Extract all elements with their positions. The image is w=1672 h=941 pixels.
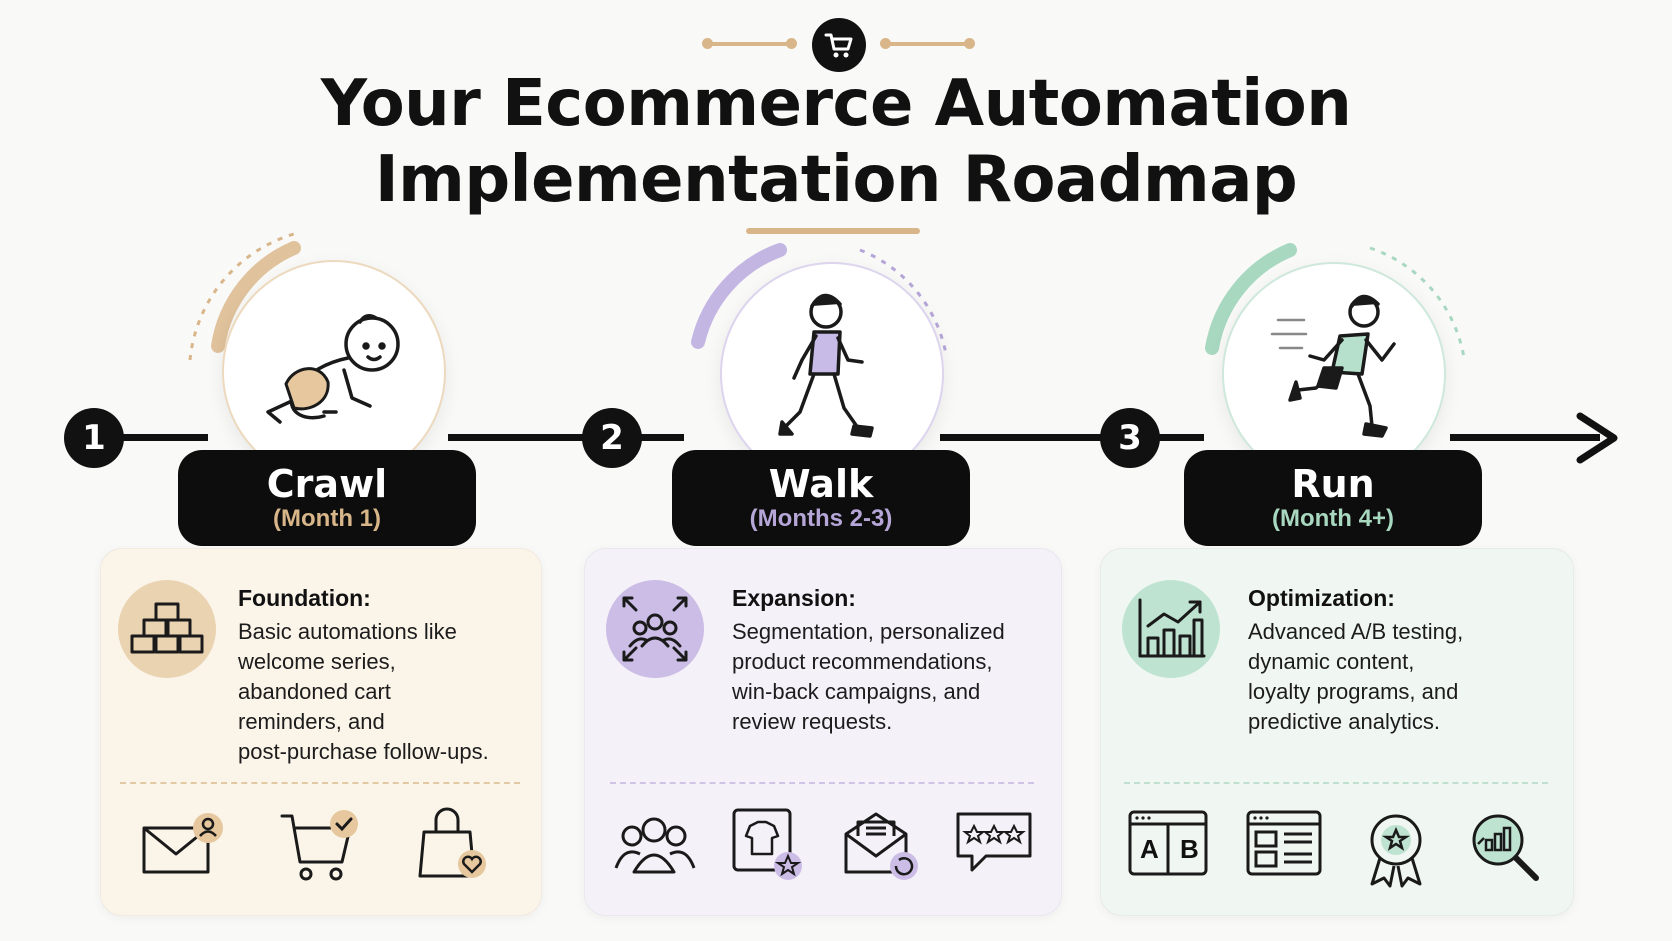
stage-number-1: 1 <box>64 408 124 468</box>
stage-name: Run <box>1291 462 1375 506</box>
audience-segmentation-icon <box>606 580 704 678</box>
card-body-line: dynamic content, <box>1248 649 1415 674</box>
shopping-bag-heart-icon <box>416 806 496 886</box>
card-body-line: post-purchase follow-ups. <box>238 739 489 764</box>
divider <box>120 782 520 784</box>
growth-chart-icon <box>1122 580 1220 678</box>
card-heading: Optimization: <box>1248 585 1395 611</box>
header-ornament-dot <box>786 38 797 49</box>
stage-label-run: Run (Month 4+) <box>1184 450 1482 546</box>
title-line-2: Implementation Roadmap <box>374 143 1298 217</box>
header-ornament-dot <box>964 38 975 49</box>
stage-name: Crawl <box>266 462 388 506</box>
card-body: Segmentation, personalized product recom… <box>732 617 1005 737</box>
loyalty-badge-icon <box>1356 808 1436 888</box>
card-body: Basic automations like welcome series, a… <box>238 617 489 767</box>
timeline-segment <box>940 434 1204 441</box>
card-body-line: reminders, and <box>238 709 385 734</box>
header-ornament-dot <box>880 38 891 49</box>
stage-number-2: 2 <box>582 408 642 468</box>
timeline-arrow-icon <box>1576 412 1618 464</box>
shopping-cart-icon <box>812 18 866 72</box>
cart-check-icon <box>278 806 358 886</box>
header-ornament-right <box>886 42 970 46</box>
card-body-line: Advanced A/B testing, <box>1248 619 1464 644</box>
card-heading: Expansion: <box>732 585 856 611</box>
stage-label-walk: Walk (Months 2-3) <box>672 450 970 546</box>
running-person-icon <box>1222 262 1446 486</box>
ab-label-b: B <box>1180 834 1199 864</box>
stage-period: (Months 2-3) <box>749 505 893 532</box>
divider <box>1124 782 1548 784</box>
card-body-line: predictive analytics. <box>1248 709 1440 734</box>
card-body-line: product recommendations, <box>732 649 993 674</box>
stage-number-3: 3 <box>1100 408 1160 468</box>
ab-test-icon: A B <box>1128 810 1208 876</box>
stage-period: (Month 4+) <box>1272 505 1394 532</box>
title-underline <box>746 228 920 234</box>
page-title: Your Ecommerce Automation Implementation… <box>0 66 1672 218</box>
run-progress-arc <box>1205 243 1466 359</box>
crawl-progress-arc <box>188 232 301 361</box>
card-body: Advanced A/B testing, dynamic content, l… <box>1248 617 1463 737</box>
card-body-line: review requests. <box>732 709 893 734</box>
timeline-segment <box>448 434 684 441</box>
stage-label-crawl: Crawl (Month 1) <box>178 450 476 546</box>
dynamic-layout-icon <box>1246 810 1326 890</box>
product-star-icon <box>730 806 810 886</box>
walking-person-icon <box>720 262 944 486</box>
card-body-line: loyalty programs, and <box>1248 679 1459 704</box>
header-ornament-left <box>708 42 792 46</box>
users-group-icon <box>612 806 696 886</box>
card-body-line: abandoned cart <box>238 679 391 704</box>
card-body-line: welcome series, <box>238 649 396 674</box>
timeline-segment <box>92 434 208 441</box>
ab-label-a: A <box>1140 834 1159 864</box>
stacked-boxes-icon <box>118 580 216 678</box>
email-refresh-icon <box>842 806 922 886</box>
card-heading: Foundation: <box>238 585 371 611</box>
card-body-line: Segmentation, personalized <box>732 619 1005 644</box>
timeline-segment <box>1450 434 1600 441</box>
review-stars-icon <box>952 806 1032 886</box>
stage-name: Walk <box>768 462 874 506</box>
walk-progress-arc <box>691 243 948 355</box>
header-ornament-dot <box>702 38 713 49</box>
card-body-line: Basic automations like <box>238 619 457 644</box>
analytics-search-icon <box>1464 808 1544 888</box>
stage-period: (Month 1) <box>273 505 381 532</box>
title-line-1: Your Ecommerce Automation <box>320 67 1352 141</box>
crawling-baby-icon <box>222 260 446 484</box>
divider <box>610 782 1034 784</box>
email-user-icon <box>138 806 223 886</box>
card-body-line: win-back campaigns, and <box>732 679 981 704</box>
